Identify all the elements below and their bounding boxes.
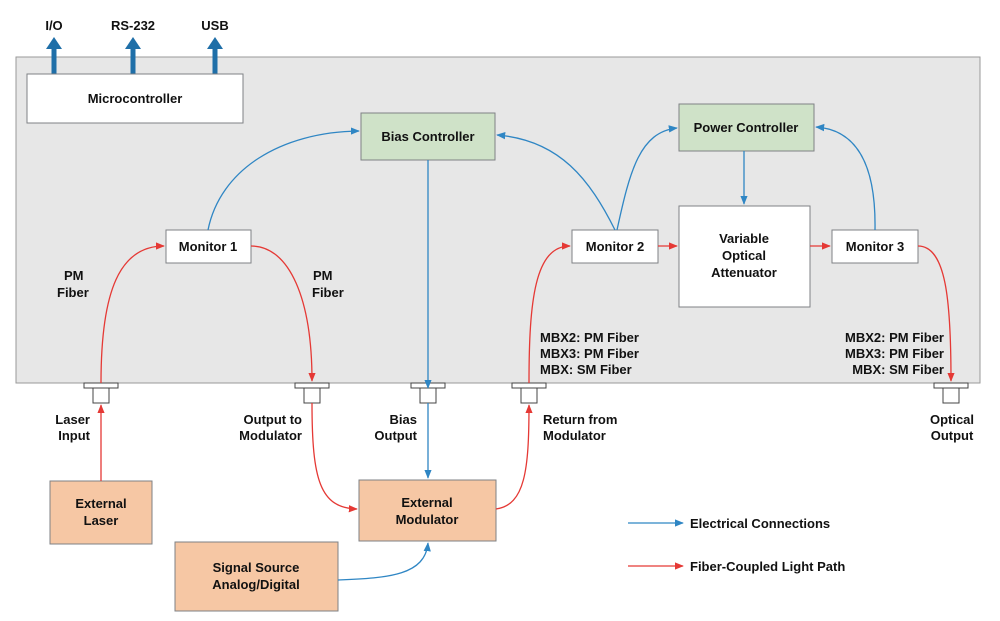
microcontroller-label: Microcontroller [88,91,183,106]
external-modulator-block [358,479,497,542]
optical-output-label-line2: Output [931,428,974,443]
voa-block [678,205,811,308]
wire-monitor3-to-power [815,123,876,231]
external-laser-block [49,480,153,545]
monitor-2-label: Monitor 2 [586,239,645,254]
monitor-2-block [571,229,659,264]
output-to-modulator-label-line1: Output to [244,412,303,427]
fiber-laser-input-to-monitor1 [100,242,165,384]
mbx-return-line3: MBX: SM Fiber [540,362,632,377]
voa-label-line2: Optical [722,248,766,263]
port-arrow-io [46,37,62,74]
voa-label-line1: Variable [719,231,769,246]
legend-electrical-label: Electrical Connections [690,516,830,531]
signal-source-block [174,541,339,612]
port-label-io: I/O [45,18,62,33]
mbx-return-line2: MBX3: PM Fiber [540,346,639,361]
port-arrow-usb [207,37,223,74]
power-controller-label: Power Controller [694,120,799,135]
wire-monitor1-to-bias [207,127,360,231]
external-laser-label-line1: External [75,496,126,511]
connector-optical-output [933,382,969,404]
wire-signal-to-modulator [337,542,431,581]
signal-source-label-line1: Signal Source [213,560,300,575]
bias-controller-label: Bias Controller [381,129,474,144]
fiber-output-to-modulator [311,402,358,513]
pm-fiber-right-line2: Fiber [312,285,344,300]
mbx-output-line3: MBX: SM Fiber [852,362,944,377]
bias-controller-block [360,112,496,161]
microcontroller-block [26,73,244,124]
mbx-return-line1: MBX2: PM Fiber [540,330,639,345]
fiber-return-to-monitor2 [528,242,571,384]
external-modulator-label-line2: Modulator [396,512,459,527]
laser-input-label-line1: Laser [55,412,90,427]
connector-return-from-modulator [511,382,547,404]
legend-fiber-label: Fiber-Coupled Light Path [690,559,845,574]
fiber-monitor1-to-output [250,245,316,382]
pm-fiber-left-line1: PM [64,268,84,283]
return-from-modulator-label-line1: Return from [543,412,617,427]
output-to-modulator-label-line2: Modulator [239,428,302,443]
mbx-output-line2: MBX3: PM Fiber [845,346,944,361]
mbx-output-line1: MBX2: PM Fiber [845,330,944,345]
port-label-usb: USB [201,18,228,33]
bias-output-label-line2: Output [374,428,417,443]
monitor-3-label: Monitor 3 [846,239,905,254]
power-controller-block [678,103,815,152]
external-laser-label-line2: Laser [84,513,119,528]
pm-fiber-right-line1: PM [313,268,333,283]
connector-output-to-modulator [294,382,330,404]
voa-label-line3: Attenuator [711,265,777,280]
signal-source-label-line2: Analog/Digital [212,577,299,592]
wire-monitor2-to-bias [496,132,616,231]
monitor-1-label: Monitor 1 [179,239,238,254]
wire-monitor2-to-power [616,125,678,231]
bias-output-label-line1: Bias [390,412,417,427]
optical-output-label-line1: Optical [930,412,974,427]
return-from-modulator-label-line2: Modulator [543,428,606,443]
laser-input-label-line2: Input [58,428,90,443]
legend: Electrical Connections Fiber-Coupled Lig… [628,516,845,574]
fiber-monitor3-to-optical-output [917,245,955,382]
connector-laser-input [83,382,119,404]
fiber-modulator-to-return [495,404,533,510]
external-modulator-label-line1: External [401,495,452,510]
port-arrow-rs232 [125,37,141,74]
port-label-rs232: RS-232 [111,18,155,33]
pm-fiber-left-line2: Fiber [57,285,89,300]
